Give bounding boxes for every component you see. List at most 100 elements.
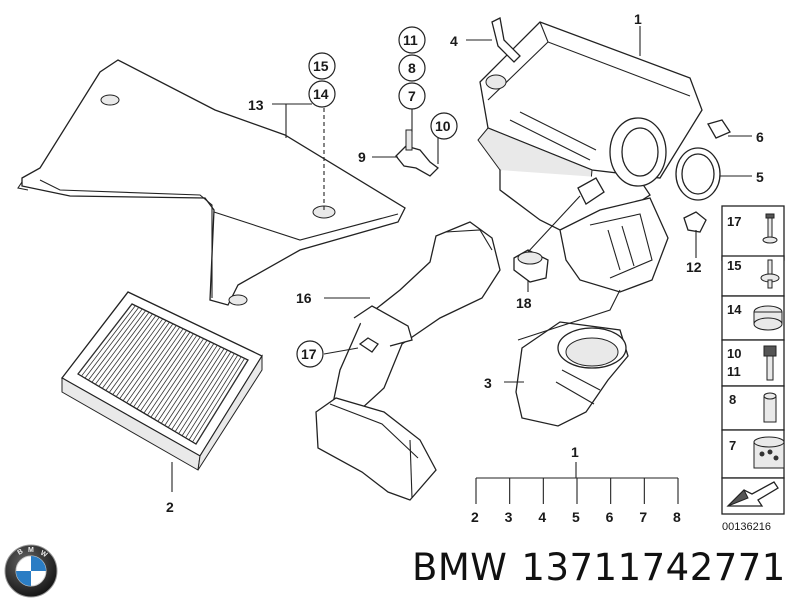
- legend-label-15: 15: [727, 258, 741, 273]
- assembly-group-bracket: [475, 462, 679, 504]
- legend-label-10: 10: [727, 346, 741, 361]
- filter-pleat: [112, 320, 167, 395]
- svg-text:B: B: [17, 548, 25, 557]
- svg-text:M: M: [28, 547, 34, 554]
- filter-pleat: [122, 325, 177, 401]
- filter-pleat: [77, 303, 133, 375]
- bellows-intake-boot: [515, 321, 629, 427]
- reference-code: 00136216: [722, 521, 771, 533]
- filter-pleat: [164, 344, 218, 426]
- lower-intake-section: [559, 197, 669, 293]
- screw-part-17: [358, 337, 379, 353]
- filter-pleat: [81, 305, 136, 377]
- rubber-grommet-icon: [753, 305, 783, 331]
- clamp-part-6: [707, 119, 731, 139]
- callout-10: 10: [435, 118, 451, 134]
- assembly-item-label: 4: [538, 509, 546, 525]
- pin-with-washer-icon: [760, 259, 780, 289]
- legend-label-11: 11: [727, 364, 741, 379]
- brand-name: BMW: [412, 546, 508, 589]
- filter-pleat: [178, 351, 232, 434]
- assembly-item-label: 2: [471, 509, 479, 525]
- callout-8: 8: [408, 60, 416, 76]
- assembly-item-label: 8: [673, 509, 681, 525]
- filter-pleat: [147, 336, 201, 416]
- filter-pleat: [105, 316, 160, 391]
- screw-with-washer-icon: [762, 213, 778, 244]
- legend-label-8: 8: [729, 392, 736, 407]
- filter-pleat: [136, 331, 191, 410]
- callout-6: 6: [756, 129, 764, 145]
- callout-11: 11: [403, 32, 418, 48]
- filter-pleat: [115, 321, 170, 397]
- air-filter-housing: [477, 21, 703, 241]
- callout-5: 5: [756, 169, 764, 185]
- wedge-arrow-icon: [726, 481, 779, 507]
- part-number: 13711742771: [521, 546, 786, 589]
- filter-pleat: [181, 353, 235, 436]
- legend-panel: [721, 205, 785, 515]
- callout-1: 1: [634, 11, 642, 27]
- legend-label-7: 7: [729, 438, 736, 453]
- filter-pleat: [108, 318, 164, 393]
- seal-ring-part-5: [675, 147, 721, 201]
- filter-pleat: [167, 346, 222, 428]
- filter-pleat: [157, 341, 211, 422]
- callout-3: 3: [484, 375, 492, 391]
- legend-label-17: 17: [727, 214, 741, 229]
- filter-pleat: [185, 354, 239, 439]
- callout-2: 2: [166, 499, 174, 515]
- leader-lines: [171, 26, 752, 492]
- filter-pleat: [133, 330, 187, 408]
- filter-pleat: [140, 333, 194, 412]
- callout-9: 9: [358, 149, 366, 165]
- callout-labels: 1 4 6 5 12 13 15 14 11 8 7 10 9 16 17 18…: [166, 11, 771, 533]
- assembly-item-label: 6: [606, 509, 614, 525]
- assembly-item-label: 3: [505, 509, 513, 525]
- bmw-roundel-icon: B M W: [4, 544, 58, 598]
- filter-pleat: [98, 313, 153, 387]
- filter-pleat: [129, 328, 184, 406]
- filter-pleat: [171, 348, 225, 430]
- clip-part-4: [491, 17, 521, 63]
- callout-17: 17: [301, 346, 317, 362]
- air-filter-element: [61, 291, 263, 471]
- filter-pleat: [160, 343, 215, 424]
- callout-7: 7: [408, 88, 416, 104]
- sleeve-icon: [763, 392, 777, 423]
- filter-pleat: [119, 323, 174, 399]
- callout-16: 16: [296, 290, 312, 306]
- callout-15: 15: [313, 58, 329, 74]
- filter-pleat: [150, 338, 204, 418]
- filter-pleat: [101, 315, 157, 389]
- filter-pleat: [95, 311, 150, 385]
- filter-pleat: [174, 349, 228, 432]
- filter-pleat: [154, 340, 208, 420]
- callout-14: 14: [313, 86, 329, 102]
- callout-12: 12: [686, 259, 702, 275]
- part-number-caption: BMW 13711742771: [412, 546, 786, 589]
- callout-13: 13: [248, 97, 264, 113]
- filter-pleat: [188, 356, 242, 441]
- filter-pleat: [192, 358, 245, 443]
- intake-duct: [315, 221, 501, 501]
- assembly-item-label: 7: [639, 509, 647, 525]
- hex-bolt-icon: [763, 345, 777, 381]
- svg-text:W: W: [39, 550, 49, 560]
- filter-pleat: [143, 335, 198, 414]
- filter-pleat: [88, 308, 143, 381]
- grommet-part-12: [683, 211, 707, 233]
- bracket-part-9: [395, 129, 439, 177]
- filter-pleat: [84, 307, 140, 379]
- filter-pleat: [126, 326, 181, 404]
- callout-18: 18: [516, 295, 532, 311]
- filter-pleat: [91, 310, 146, 383]
- filter-pleat: [195, 359, 249, 445]
- rubber-mount-icon: [753, 436, 785, 469]
- engine-cover-panel: [17, 59, 406, 306]
- assembly-item-label: 5: [572, 509, 580, 525]
- assembly-top-label: 1: [571, 444, 579, 460]
- mount-part-18: [513, 249, 549, 283]
- legend-label-14: 14: [727, 302, 742, 317]
